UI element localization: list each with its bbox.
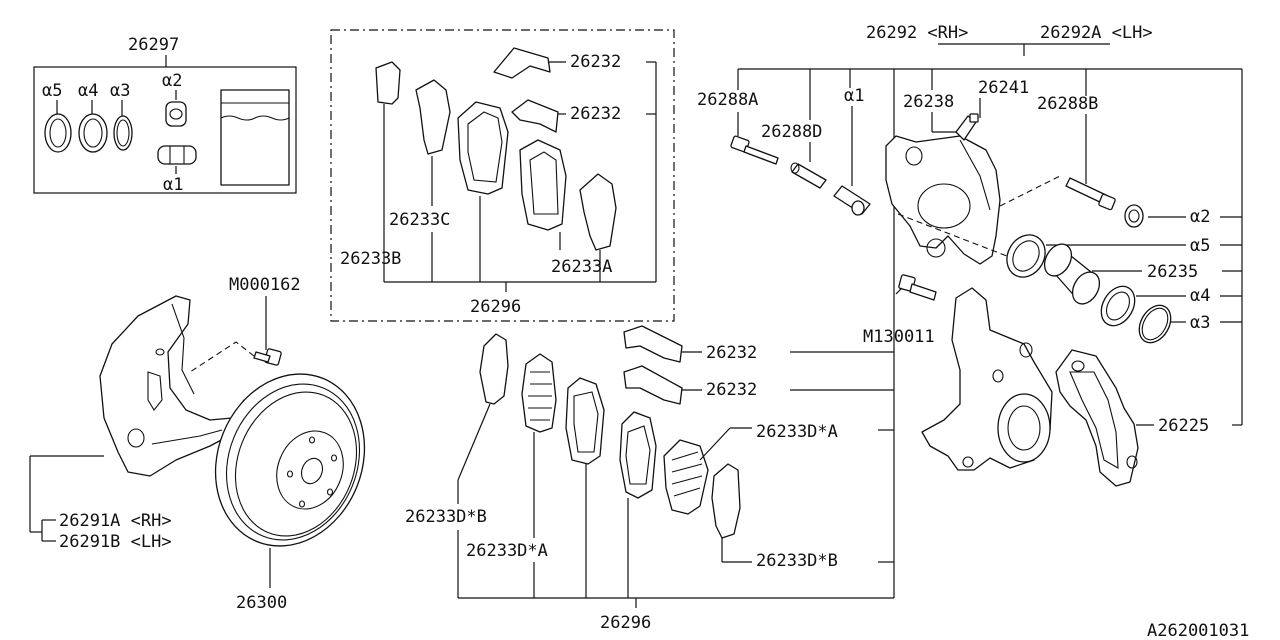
label-M000162: M000162 [229, 275, 301, 295]
label-26238: 26238 [903, 92, 954, 112]
grease-packet [220, 89, 290, 186]
label-a2: α2 [162, 71, 182, 91]
bolt-26288B [999, 175, 1116, 211]
clip-lower-2 [623, 365, 683, 405]
kit-26297-group: 26297 α5 α4 α3 α2 α1 [33, 35, 297, 195]
lower-pad-set [479, 325, 741, 539]
steering-knuckle [921, 287, 1053, 471]
shim-small [375, 61, 401, 105]
label-26233A: 26233A [551, 257, 612, 277]
retaining-ring-a3 [1138, 304, 1172, 344]
label-26233DB-left: 26233D*B [405, 507, 487, 527]
label-26232-3: 26232 [706, 343, 757, 363]
upper-pad-callouts: 26232 26232 26233C 26233B 26233A 26296 [340, 52, 657, 317]
brake-pad-lower-4 [663, 439, 709, 515]
caliper-body [885, 135, 1013, 265]
label-26288D: 26288D [761, 122, 822, 142]
pin-boot-r-a2 [1124, 204, 1144, 228]
brake-pad-lower-3 [619, 411, 657, 499]
shim-outer [415, 79, 451, 155]
piston-seal-a5 [1006, 234, 1046, 278]
seal-ring-a5 [44, 113, 72, 153]
caliper-parts [730, 113, 1172, 487]
label-26300: 26300 [236, 593, 287, 613]
piston-26235 [1043, 243, 1101, 305]
label-a5: α5 [42, 81, 62, 101]
shim-lower-outer [479, 333, 509, 405]
brake-rotor-26300 [214, 373, 366, 547]
clip-lower-1 [623, 325, 683, 363]
brake-pad-upper [457, 101, 509, 195]
bolt-26288A [730, 135, 779, 165]
dust-shield-and-rotor: M000162 26291A <RH> 26291B <LH> [29, 275, 366, 613]
lower-pad-callouts: 26232 26232 26233D*A 26233D*B 26233D*B 2… [405, 343, 894, 633]
seal-ring-a3 [113, 115, 133, 151]
label-26233B: 26233B [340, 249, 401, 269]
label-26235: 26235 [1147, 262, 1198, 282]
label-a4: α4 [78, 81, 98, 101]
label-d-a1: α1 [844, 86, 864, 106]
shim-lower-inner [711, 463, 741, 539]
brake-pad-lower-2 [565, 377, 605, 465]
piston-boot-a4 [1100, 285, 1136, 327]
label-26288B: 26288B [1037, 94, 1098, 114]
upper-pad-set [375, 47, 617, 251]
bleeder-screw-26241 [955, 113, 979, 141]
shim-inner [579, 173, 617, 251]
dust-shield-26291 [99, 295, 245, 477]
label-a3: α3 [110, 81, 130, 101]
label-26288A: 26288A [697, 90, 758, 110]
label-26233DA-upper: 26233D*A [756, 422, 838, 442]
label-M130011: M130011 [863, 327, 935, 347]
bolt-M130011 [895, 274, 937, 301]
kit-26297-box [33, 66, 297, 194]
label-26297: 26297 [128, 35, 179, 55]
label-26225: 26225 [1158, 416, 1209, 436]
label-r-a5: α5 [1190, 236, 1210, 256]
label-26291B: 26291B <LH> [59, 532, 172, 552]
label-26232-4: 26232 [706, 380, 757, 400]
bushing-d-a1 [833, 185, 871, 216]
pad-kit-box [330, 29, 675, 322]
label-a1: α1 [163, 175, 183, 195]
diagram-code: A262001031 [1147, 621, 1249, 640]
label-26233DA-lower: 26233D*A [466, 541, 548, 561]
brake-pad-upper-2 [519, 139, 567, 231]
label-26296-top: 26296 [470, 297, 521, 317]
label-26241: 26241 [978, 78, 1029, 98]
label-26296-bottom: 26296 [600, 613, 651, 633]
pin-boot-a2 [165, 101, 187, 127]
label-r-a2: α2 [1190, 207, 1210, 227]
bolt-M000162 [189, 341, 282, 373]
label-26292A-lh: 26292A <LH> [1040, 23, 1153, 43]
label-26233C: 26233C [389, 210, 450, 230]
caliper-callouts: 26292 <RH> 26292A <LH> 26288A 26288D α1 … [697, 23, 1243, 598]
caliper-support-26225 [1055, 349, 1139, 487]
pin-26288D [790, 162, 827, 189]
label-26232-2: 26232 [570, 104, 621, 124]
label-26292-rh: 26292 <RH> [866, 23, 968, 43]
label-r-a4: α4 [1190, 286, 1210, 306]
label-r-a3: α3 [1190, 313, 1210, 333]
seal-ring-a4 [78, 113, 108, 153]
label-26233DB-right: 26233D*B [756, 551, 838, 571]
clip-upper-2 [511, 99, 559, 133]
label-26232-1: 26232 [570, 52, 621, 72]
clip-upper-1 [493, 47, 551, 79]
label-26291A: 26291A <RH> [59, 511, 172, 531]
guide-bushing-a1 [157, 145, 197, 165]
brake-pad-lower-1 [521, 353, 557, 433]
